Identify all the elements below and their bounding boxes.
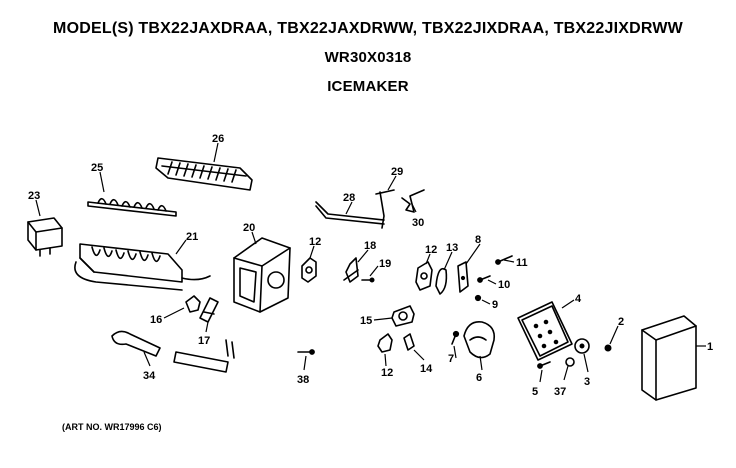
part-34-fill-tube[interactable] bbox=[111, 330, 235, 373]
part-15-thermostat[interactable] bbox=[391, 305, 415, 327]
callout-6: 6 bbox=[476, 372, 482, 384]
part-25-ejector[interactable] bbox=[87, 197, 177, 217]
callout-28: 28 bbox=[343, 192, 355, 204]
callout-17: 17 bbox=[198, 335, 210, 347]
callout-12-lower: 12 bbox=[381, 367, 393, 379]
part-8-switch[interactable] bbox=[457, 261, 469, 293]
callout-19: 19 bbox=[379, 258, 391, 270]
part-14-clip[interactable] bbox=[403, 333, 415, 351]
callout-26: 26 bbox=[212, 133, 224, 145]
callout-15: 15 bbox=[360, 315, 372, 327]
part-26-cover[interactable] bbox=[155, 157, 253, 191]
callout-11: 11 bbox=[516, 257, 528, 269]
part-3-gear[interactable] bbox=[574, 338, 590, 354]
part-1-front-cover[interactable] bbox=[641, 315, 697, 401]
art-number: (ART NO. WR17996 C6) bbox=[62, 422, 162, 432]
part-28-feeler-arm[interactable] bbox=[315, 201, 385, 225]
part-19-screw[interactable] bbox=[361, 277, 375, 283]
callout-2: 2 bbox=[618, 316, 624, 328]
part-10-screw[interactable] bbox=[477, 275, 491, 283]
part-29-shutoff-arm[interactable] bbox=[375, 189, 395, 229]
part-5-screw[interactable] bbox=[537, 361, 551, 369]
callout-30: 30 bbox=[412, 217, 424, 229]
callout-5: 5 bbox=[532, 386, 538, 398]
callout-38: 38 bbox=[297, 374, 309, 386]
callout-16: 16 bbox=[150, 314, 162, 326]
page-title: MODEL(S) TBX22JAXDRAA, TBX22JAXDRWW, TBX… bbox=[53, 20, 683, 37]
part-12-gear-upper[interactable] bbox=[301, 257, 317, 283]
part-23-bracket[interactable] bbox=[27, 217, 63, 257]
callout-1: 1 bbox=[707, 341, 713, 353]
part-9-screw[interactable] bbox=[474, 294, 482, 302]
part-16-switch[interactable] bbox=[185, 295, 201, 313]
callout-37: 37 bbox=[554, 386, 566, 398]
part-4-mounting-plate[interactable] bbox=[517, 301, 573, 361]
callout-4: 4 bbox=[575, 293, 582, 305]
callout-18: 18 bbox=[364, 240, 376, 252]
callout-14: 14 bbox=[420, 363, 433, 375]
part-6-motor[interactable] bbox=[463, 320, 496, 359]
part-7-screw[interactable] bbox=[451, 330, 460, 345]
part-11-screw[interactable] bbox=[495, 255, 513, 265]
part-21-mold-heater[interactable] bbox=[74, 243, 211, 291]
callout-34: 34 bbox=[143, 370, 156, 382]
part-12-gear-lower[interactable] bbox=[377, 333, 393, 353]
part-12-gear-middle[interactable] bbox=[415, 261, 433, 291]
callout-20: 20 bbox=[243, 222, 255, 234]
callout-23: 23 bbox=[28, 190, 40, 202]
part-37-gear[interactable] bbox=[565, 357, 575, 367]
callout-7: 7 bbox=[448, 353, 454, 365]
part-number: WR30X0318 bbox=[324, 49, 412, 66]
part-13-cam[interactable] bbox=[435, 267, 448, 295]
part-38-screw[interactable] bbox=[297, 349, 315, 355]
callout-8: 8 bbox=[475, 234, 481, 246]
callout-25: 25 bbox=[91, 162, 103, 174]
callout-12-upper: 12 bbox=[309, 236, 321, 248]
callout-9: 9 bbox=[492, 299, 498, 311]
part-17-clip[interactable] bbox=[199, 297, 219, 323]
callout-29: 29 bbox=[391, 166, 403, 178]
part-18-lever[interactable] bbox=[343, 257, 359, 283]
callout-13: 13 bbox=[446, 242, 458, 254]
callout-21: 21 bbox=[186, 231, 198, 243]
part-2-screw[interactable] bbox=[604, 344, 612, 352]
part-30-spring[interactable] bbox=[401, 189, 425, 213]
section-title: ICEMAKER bbox=[327, 78, 409, 95]
part-20-housing[interactable] bbox=[233, 237, 291, 313]
callout-3: 3 bbox=[584, 376, 590, 388]
callout-10: 10 bbox=[498, 279, 510, 291]
callout-12-middle: 12 bbox=[425, 244, 437, 256]
